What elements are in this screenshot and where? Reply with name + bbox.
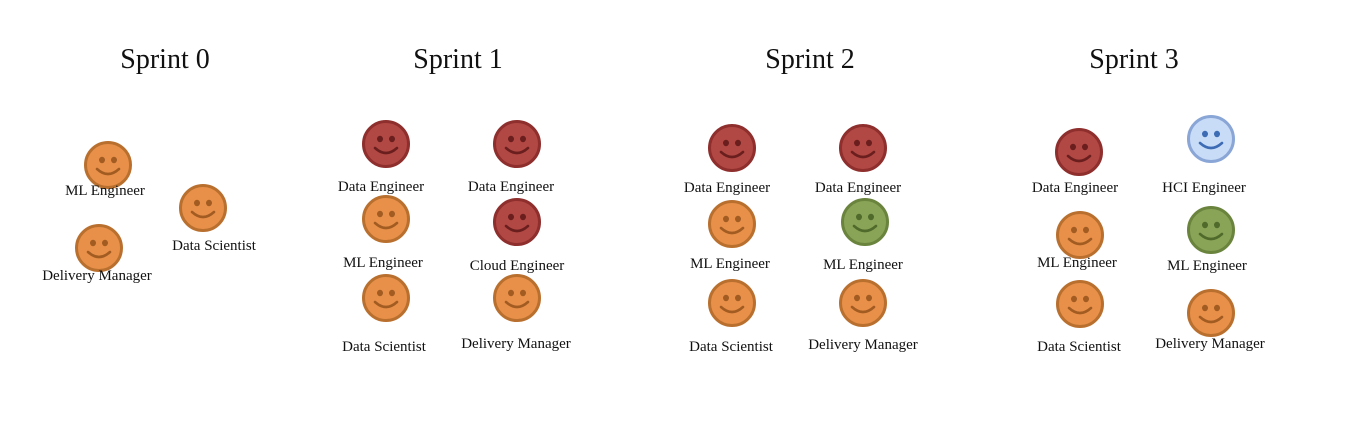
member-role-label: Delivery Manager: [461, 336, 571, 352]
smiley-face-icon: [1186, 114, 1236, 164]
smiley-face-icon: [1055, 279, 1105, 329]
member-role-label: Data Scientist: [1037, 339, 1121, 355]
member-role-label: ML Engineer: [343, 255, 423, 271]
sprint-title: Sprint 0: [120, 44, 210, 75]
member-role-label: Cloud Engineer: [469, 258, 565, 274]
smiley-face-icon: [838, 278, 888, 328]
smiley-face-icon: [1186, 288, 1236, 338]
member-role-label: Data Engineer: [1031, 180, 1119, 196]
smiley-face-icon: [707, 123, 757, 173]
member-role-label: Data Scientist: [342, 339, 426, 355]
member-role-label: Delivery Manager: [42, 268, 152, 284]
smiley-face-icon: [707, 278, 757, 328]
member-role-label: Data Engineer: [683, 180, 771, 196]
smiley-face-icon: [492, 119, 542, 169]
smiley-face-icon: [361, 194, 411, 244]
member-role-label: Data Engineer: [337, 179, 425, 195]
member-role-label: ML Engineer: [1037, 255, 1117, 271]
smiley-face-icon: [1054, 127, 1104, 177]
sprint-title: Sprint 1: [413, 44, 503, 75]
member-role-label: Data Scientist: [689, 339, 773, 355]
sprint-title: Sprint 3: [1089, 44, 1179, 75]
member-role-label: ML Engineer: [823, 257, 903, 273]
member-role-label: Data Engineer: [467, 179, 555, 195]
smiley-face-icon: [361, 119, 411, 169]
member-role-label: Delivery Manager: [808, 337, 918, 353]
smiley-face-icon: [361, 273, 411, 323]
member-role-label: ML Engineer: [65, 183, 145, 199]
member-role-label: ML Engineer: [690, 256, 770, 272]
member-role-label: HCI Engineer: [1162, 180, 1246, 196]
member-role-label: Data Scientist: [172, 238, 256, 254]
smiley-face-icon: [83, 140, 133, 190]
smiley-face-icon: [707, 199, 757, 249]
smiley-face-icon: [838, 123, 888, 173]
member-role-label: Delivery Manager: [1155, 336, 1265, 352]
member-role-label: Data Engineer: [814, 180, 902, 196]
smiley-face-icon: [74, 223, 124, 273]
sprint-title: Sprint 2: [765, 44, 855, 75]
smiley-face-icon: [1055, 210, 1105, 260]
smiley-face-icon: [492, 273, 542, 323]
member-role-label: ML Engineer: [1167, 258, 1247, 274]
smiley-face-icon: [840, 197, 890, 247]
smiley-face-icon: [1186, 205, 1236, 255]
smiley-face-icon: [178, 183, 228, 233]
smiley-face-icon: [492, 197, 542, 247]
